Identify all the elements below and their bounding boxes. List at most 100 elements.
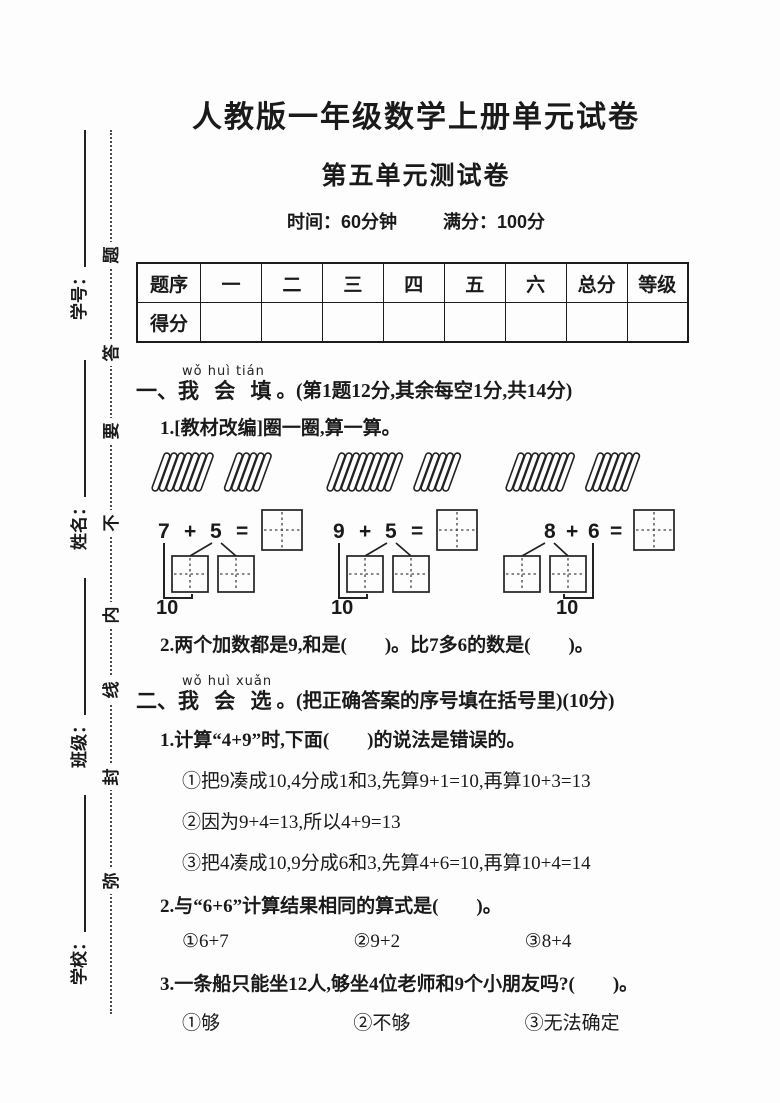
answer-box [261,509,303,551]
school-label: 学校： [70,934,89,985]
header-grade: 等级 [626,262,689,303]
header-q3: 三 [321,262,384,303]
make-ten-diagrams: 7 + 5 = 10 9 + 5 = 10 8 [136,448,696,619]
make-ten-diagram-3: 8 + 6 = 10 [503,452,675,619]
student-id-field: 学号： [60,130,90,320]
s2q3-option-3: ③无法确定 [524,1013,620,1035]
answer-box [436,509,478,551]
seal-char-nei: 内 [100,602,124,628]
plus-sign: + [566,520,578,543]
header-q6: 六 [504,262,567,303]
ten-bracket [163,543,193,600]
section1-number: 一、 [136,379,178,403]
decomposition-box-1 [171,555,209,593]
s2q1-option-2: ②因为9+4=13,所以4+9=13 [182,812,401,834]
seal-char-mi: 弥 [100,868,124,894]
decomposition-box-1 [503,555,541,593]
class-blank-line [84,578,86,715]
addend-b: 5 [385,520,397,543]
ten-label: 10 [156,597,178,619]
s2q3-option-1: ①够 [182,1013,221,1035]
student-id-label: 学号： [70,269,89,320]
name-blank-line [84,360,86,497]
score-cell [443,302,506,343]
section2-suffix: 。(把正确答案的序号填在括号里)(10分) [276,690,615,712]
decomposition-branch [189,542,237,557]
ten-bracket [338,543,368,600]
section1-suffix: 。(第1题12分,其余每空1分,共14分) [276,380,573,402]
addend-a: 7 [158,520,170,543]
section2-number: 二、 [136,689,178,714]
s2q2-options: ①6+7 ②9+2 ③8+4 [136,930,696,953]
s2q3-option-2: ②不够 [353,1013,411,1035]
section2-question2: 2.与“6+6”计算结果相同的算式是( )。 [160,896,502,918]
score-table-header-row: 题序 一 二 三 四 五 六 总分 等级 [136,262,689,303]
full-score-label: 满分：100分 [442,212,546,232]
tally-sticks [505,452,641,492]
name-field: 姓名： [60,360,90,550]
section2-title: 我 会 选 [178,689,277,714]
name-label: 姓名： [70,499,89,550]
ten-bracket [563,543,594,600]
score-cell [200,302,262,343]
school-blank-line [84,795,86,932]
decomposition-box-2 [392,555,430,593]
header-total: 总分 [565,262,628,303]
decomposition-box-1 [346,555,384,593]
seal-char-ti: 题 [100,242,124,268]
s2q2-option-2: ②9+2 [353,931,401,953]
class-field: 班级： [60,578,90,768]
s2q2-option-3: ③8+4 [524,931,572,953]
score-cell [504,302,567,343]
plus-sign: + [184,520,196,543]
equals-sign: = [236,520,248,543]
seal-char-yao: 要 [100,418,124,444]
time-label: 时间：60分钟 [286,212,397,232]
section1-question2: 2.两个加数都是9,和是( )。比7多6的数是( )。 [160,635,594,657]
decomposition-box-2 [549,555,587,593]
score-cell [321,302,384,343]
score-cell [626,302,689,343]
equals-sign: = [610,520,622,543]
score-table: 题序 一 二 三 四 五 六 总分 等级 得分 [136,262,689,343]
seal-char-da: 答 [100,340,124,366]
seal-dotted-line [110,130,112,1014]
exam-paper: 人教版一年级数学上册单元试卷 第五单元测试卷 时间：60分钟 满分：100分 题序… [136,92,696,1035]
addend-b: 6 [588,520,600,543]
section2-question3: 3.一条船只能坐12人,够坐4位老师和9个小朋友吗?( )。 [160,974,639,996]
addend-a: 9 [333,520,345,543]
addend-a: 8 [544,520,556,543]
tally-sticks [151,452,272,492]
school-field: 学校： [60,795,90,985]
unit-subtitle: 第五单元测试卷 [321,162,511,190]
make-ten-diagram-2: 9 + 5 = 10 [326,452,478,619]
ten-label: 10 [331,597,353,619]
tally-sticks [326,452,462,492]
exam-meta: 时间：60分钟 满分：100分 [136,208,696,234]
decomposition-branch [364,542,412,557]
student-id-blank-line [84,130,86,267]
section2-pinyin: wǒ huì xuǎn [182,674,273,690]
seal-char-xian: 线 [100,677,124,703]
header-q1: 一 [200,262,262,303]
equals-sign: = [411,520,423,543]
seal-char-bu: 不 [100,510,124,536]
score-table-score-row: 得分 [136,302,689,343]
header-q5: 五 [443,262,506,303]
section1-title: 我 会 填 [178,379,277,403]
decomposition-box-2 [217,555,255,593]
answer-box [633,509,675,551]
s2q1-option-1: ①把9凑成10,4分成1和3,先算9+1=10,再算10+3=13 [182,771,591,793]
make-ten-diagram-1: 7 + 5 = 10 [151,452,303,619]
score-cell [260,302,323,343]
seal-char-feng: 封 [100,764,124,790]
header-question-order: 题序 [136,262,201,303]
s2q2-option-1: ①6+7 [182,931,229,953]
header-q2: 二 [260,262,323,303]
plus-sign: + [359,520,371,543]
section1-pinyin: wǒ huì tián [182,364,265,379]
s2q3-options: ①够 ②不够 ③无法确定 [136,1008,696,1035]
page-title: 人教版一年级数学上册单元试卷 [192,101,640,134]
